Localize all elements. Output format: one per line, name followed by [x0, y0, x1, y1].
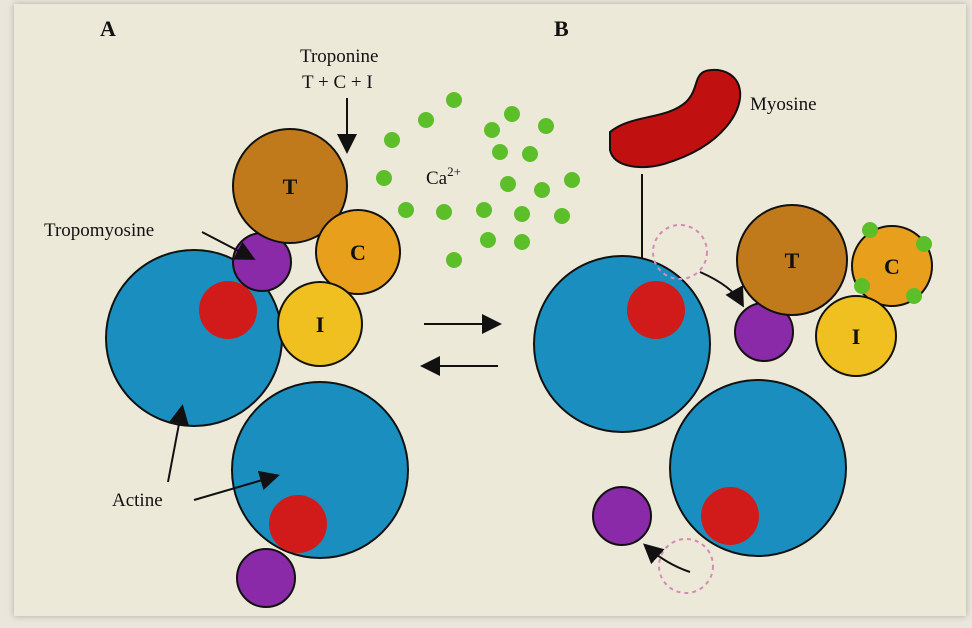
troponin-c-a	[315, 209, 401, 295]
myosin-binding-site-a1	[199, 281, 257, 339]
troponin-t-a	[232, 128, 348, 244]
myosin-binding-site-b1	[627, 281, 685, 339]
tropomyosin-former-position-2	[658, 538, 714, 594]
panel-a-label: A	[100, 16, 116, 41]
troponin-c-a-label: C	[350, 240, 366, 265]
tropomyosin-former-position-1	[652, 224, 708, 280]
bound-calcium-ions	[854, 222, 932, 304]
panel-b-label: B	[554, 16, 569, 41]
calcium-ions	[376, 92, 580, 268]
actin-monomer-b1	[533, 255, 711, 433]
actine-arrow-1	[167, 404, 189, 483]
myosin-head	[609, 68, 742, 169]
actine-arrow-2	[193, 470, 280, 501]
troponin-i-a	[277, 281, 363, 367]
calcium-label: Ca2+	[426, 164, 461, 189]
troponin-i-a-label: I	[316, 312, 325, 337]
tropomyosin-shift-arrow-1	[699, 271, 744, 308]
tropomyosin-a2	[236, 548, 296, 608]
tropomyosin-shift-arrow-2	[643, 543, 691, 573]
actine-label: Actine	[112, 490, 163, 511]
troponin-i-b	[815, 295, 897, 377]
myosin-binding-site-a2	[269, 495, 327, 553]
tropomyosin-b2	[592, 486, 652, 546]
actin-monomer-b2	[669, 379, 847, 557]
myosine-label: Myosine	[750, 94, 817, 115]
troponin-i-b-label: I	[852, 324, 861, 349]
troponin-c-b	[851, 225, 933, 307]
troponin-t-b-label: T	[785, 248, 800, 273]
troponin-c-b-label: C	[884, 254, 900, 279]
tropomyosine-label: Tropomyosine	[44, 220, 154, 241]
troponin-t-a-label: T	[283, 174, 298, 199]
tropomyosine-arrow	[201, 231, 256, 260]
myosin-binding-site-b2	[701, 487, 759, 545]
troponin-t-b	[736, 204, 848, 316]
troponine-label: Troponine	[300, 46, 378, 67]
actin-troponin-diagram: A Troponine T + C + I T C I Tropomyosine…	[14, 4, 966, 616]
troponine-subunits-label: T + C + I	[302, 72, 373, 93]
